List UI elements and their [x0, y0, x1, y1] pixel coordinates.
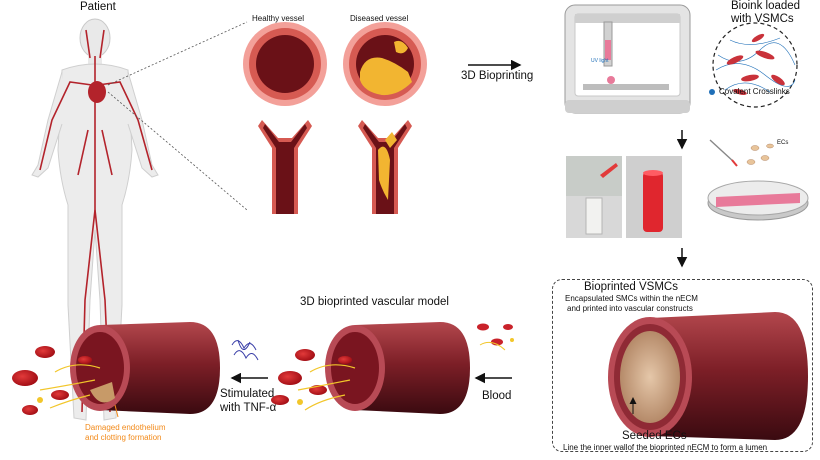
ecs-label: ECs — [777, 140, 789, 146]
diseased-vessel-illustration — [343, 22, 427, 214]
bioink-label-line1: Bioink loaded — [731, 0, 801, 12]
seeded-ecs-desc: Line the inner wallof the bioprinted nEC… — [563, 443, 768, 452]
seeded-ecs-label: Seeded ECs — [622, 430, 687, 442]
crosslink-legend-dot — [709, 89, 715, 95]
stimulated-label-line1: Stimulated — [220, 388, 275, 400]
vascular-model-tube — [271, 322, 470, 414]
healthy-vessel-label: Healthy vessel — [252, 14, 305, 23]
healthy-vessel-illustration — [243, 22, 327, 214]
blood-cells-icon — [477, 323, 514, 351]
stimulated-vessel-tube — [12, 322, 220, 418]
covalent-crosslinks-label: Covalent Crosslinks — [719, 87, 790, 96]
uv-light-label: UV light — [591, 58, 609, 64]
encapsulated-desc-line1: Encapsulated SMCs within the nECM — [565, 294, 698, 303]
bioprinting-label: 3D Bioprinting — [461, 70, 534, 82]
printed-construct-photo-1 — [566, 156, 622, 238]
tnf-alpha-molecule-icon — [231, 339, 259, 361]
bioprinted-vessel-construct — [608, 312, 808, 440]
blood-label: Blood — [482, 390, 512, 402]
stimulated-label-line2: with TNF-α — [220, 402, 277, 414]
bioprinted-construct-panel — [552, 279, 813, 452]
ec-seeding-dish — [707, 139, 809, 221]
damaged-label-line1: Damaged endothelium — [85, 423, 166, 432]
bioprinter-illustration — [564, 4, 691, 114]
bioink-label-line2: with VSMCs — [731, 13, 794, 25]
diseased-vessel-label: Diseased vessel — [350, 14, 409, 23]
damaged-label-line2: and clotting formation — [85, 433, 162, 442]
model-title: 3D bioprinted vascular model — [300, 296, 449, 308]
patient-label: Patient — [80, 1, 116, 13]
encapsulated-desc-line2: and printed into vascular constructs — [567, 304, 693, 313]
bioink-inset — [712, 22, 798, 108]
bioprinted-vsmcs-label: Bioprinted VSMCs — [584, 281, 678, 293]
printed-construct-photo-2 — [626, 156, 682, 238]
